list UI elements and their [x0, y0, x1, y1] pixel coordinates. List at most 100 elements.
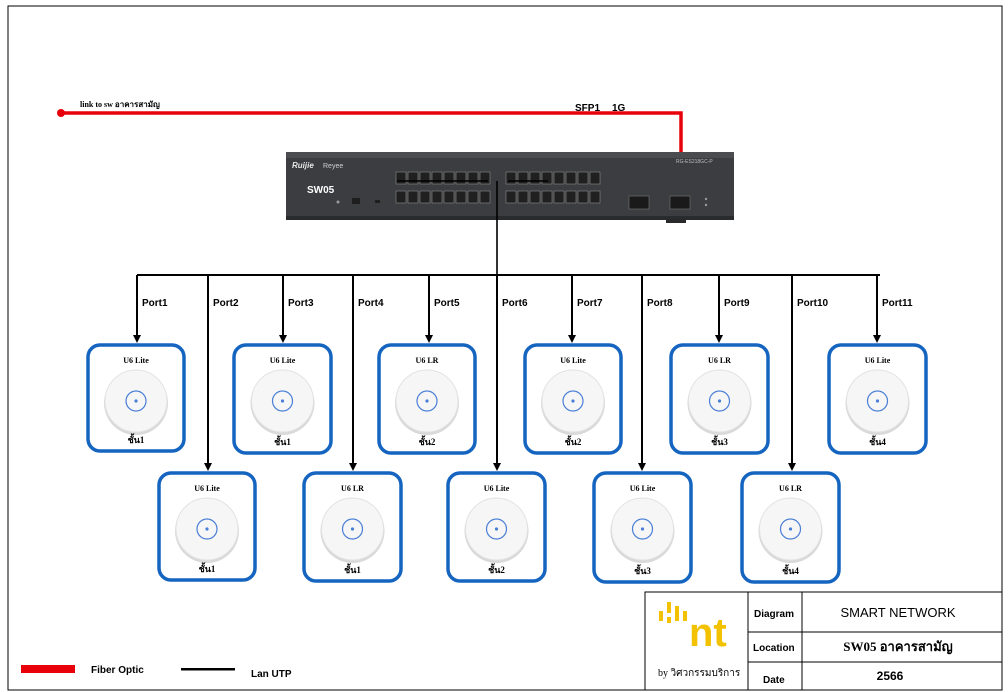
uplink-label: link to sw อาคารสามัญ [80, 100, 160, 110]
ap-status-ring [866, 390, 889, 412]
sfp-port-1 [628, 195, 650, 210]
ap-model-label: U6 LR [341, 484, 364, 493]
ap-floor-label: ชั้น3 [711, 435, 728, 447]
switch-bottom-shadow [286, 216, 734, 220]
ap-model-label: U6 Lite [630, 484, 656, 493]
rj45-port [541, 171, 553, 185]
title-block-frame [644, 591, 1003, 691]
switch-port-trunk [397, 180, 548, 275]
port-label: Port8 [647, 298, 673, 309]
ap-logo-dot [134, 399, 138, 403]
arrow-head [133, 335, 141, 343]
rj45-port [419, 171, 431, 185]
port-label: Port7 [577, 298, 603, 309]
ap-model-label: U6 Lite [560, 356, 586, 365]
switch-brand-sub: Reyee [323, 163, 343, 170]
rj45-port [517, 171, 529, 185]
rj45-port [589, 171, 601, 185]
rj45-port [553, 190, 565, 204]
ap-floor-label: ชั้น2 [419, 435, 436, 447]
switch-front-strip [286, 152, 734, 158]
ap-status-ring [271, 390, 294, 412]
date-label: Date [763, 675, 785, 686]
arrow-head [788, 463, 796, 471]
rj45-port [419, 190, 431, 204]
ap-status-ring [779, 518, 802, 540]
arrow-head [568, 335, 576, 343]
diagram-label: Diagram [754, 609, 794, 620]
arrow-head [425, 335, 433, 343]
rj45-port [505, 190, 517, 204]
diagram-value: SMART NETWORK [840, 605, 955, 620]
rj45-port [443, 171, 455, 185]
port-label: Port3 [288, 298, 314, 309]
legend-fiber-swatch [21, 665, 75, 673]
port-label: Port11 [882, 298, 913, 309]
rj45-port [395, 190, 407, 204]
rj45-port [577, 190, 589, 204]
rj45-port [565, 171, 577, 185]
rj45-port-group [395, 171, 601, 204]
legend-lan-label: Lan UTP [251, 669, 292, 680]
reset-button [375, 200, 380, 203]
rj45-port [577, 171, 589, 185]
switch-brand: Ruijie [292, 161, 314, 170]
switch-sw05: Ruijie Reyee SW05 RG-ES218GC-P [286, 152, 734, 223]
rj45-port [589, 190, 601, 204]
arrow-head [873, 335, 881, 343]
ap-status-ring [341, 518, 364, 540]
ap-model-label: U6 Lite [270, 356, 296, 365]
rj45-port [541, 190, 553, 204]
sfp-port-2 [669, 195, 691, 210]
ap-floor-label: ชั้น1 [199, 562, 216, 574]
switch-name: SW05 [307, 185, 335, 196]
title-block: nt by วิศวกรรมบริการ Diagram SMART NETWO… [644, 591, 1003, 691]
rj45-port [479, 190, 491, 204]
logo-text: nt [689, 611, 727, 655]
ap-floor-label: ชั้น2 [488, 563, 505, 575]
arrow-head [638, 463, 646, 471]
port-label: Port2 [213, 298, 239, 309]
switch-model: RG-ES218GC-P [676, 159, 713, 165]
by-line: by วิศวกรรมบริการ [658, 668, 741, 679]
nt-logo: nt [659, 602, 727, 655]
switch-chassis [286, 152, 734, 220]
rj45-port [431, 190, 443, 204]
ap-logo-dot [280, 399, 285, 403]
port-label: Port4 [358, 298, 384, 309]
ap-status-ring [196, 518, 218, 540]
sfp-led-2 [704, 203, 708, 207]
sfp-led-1 [704, 197, 708, 201]
rj45-port [517, 190, 529, 204]
ap-model-label: U6 LR [779, 484, 802, 493]
legend-fiber-label: Fiber Optic [91, 665, 144, 676]
port-label: Port10 [797, 298, 829, 309]
ap-logo-dot [875, 399, 880, 403]
rj45-port [443, 190, 455, 204]
ap-logo-dot [640, 527, 645, 531]
rj45-port [553, 171, 565, 185]
rj45-port [467, 171, 479, 185]
arrow-head [715, 335, 723, 343]
access-point: Port3 U6 Lite ชั้น1 [232, 275, 333, 455]
ap-floor-label: ชั้น1 [274, 435, 291, 447]
rj45-port [467, 190, 479, 204]
speed-label: 1G [612, 103, 626, 114]
ap-logo-dot [205, 527, 209, 531]
ap-status-ring [562, 390, 584, 412]
ap-status-ring [125, 390, 147, 412]
ap-model-label: U6 Lite [484, 484, 510, 493]
location-value: SW05 อาคารสามัญ [843, 639, 952, 655]
date-value: 2566 [877, 669, 904, 683]
rj45-port [395, 171, 407, 185]
ap-floor-label: ชั้น4 [869, 435, 886, 447]
ap-floor-label: ชั้น4 [782, 564, 799, 576]
rj45-port [407, 190, 419, 204]
